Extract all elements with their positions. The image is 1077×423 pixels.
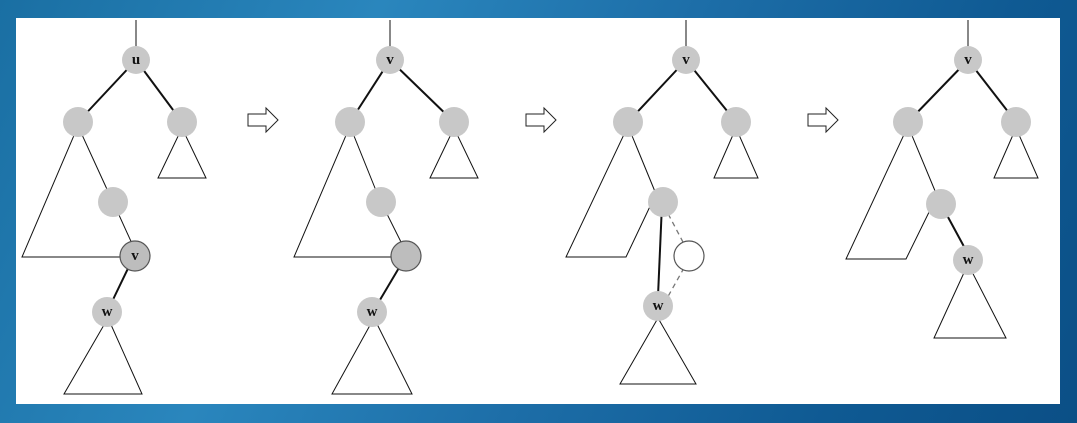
left-subtree-outline [565,125,655,258]
node-left [613,107,643,137]
node-w [643,291,673,321]
node-left [63,107,93,137]
right-subtree [157,126,207,179]
edge-dashed-upper [663,205,685,245]
diagram-canvas: u v w v w [16,18,1060,404]
node-left [893,107,923,137]
node-right [439,107,469,137]
node-mid [98,187,128,217]
node-w-label: w [963,252,974,268]
edge-left-to-mid [77,125,112,199]
node-u-label: u [132,52,140,68]
right-subtree [429,126,479,179]
node-v [672,46,700,74]
edge-left-to-mid [349,125,380,199]
node-w-label: w [367,304,378,320]
right-arrow-icon [525,106,557,134]
panel-3: v w [565,20,759,385]
node-w [953,245,983,275]
node-mid [366,187,396,217]
node-old-position [390,240,422,272]
node-u [122,46,150,74]
node-v [376,46,404,74]
w-subtree [619,316,697,385]
node-w-label: w [102,304,113,320]
node-v-label: v [131,248,139,264]
node-w [92,297,122,327]
edge-left-to-mid [907,125,939,199]
node-mid [926,189,956,219]
node-v-label: v [386,52,394,68]
node-right [167,107,197,137]
tree-diagram: u v w v w [21,20,1039,395]
left-subtree-outline [21,125,134,258]
arrow-2 [525,106,557,134]
edge-mid-w [657,203,663,297]
right-arrow-icon [807,106,839,134]
node-mid [648,187,678,217]
w-subtree [63,316,143,395]
node-w-label: w [653,298,664,314]
node-right [1001,107,1031,137]
node-v-label: v [964,52,972,68]
node-v-label: v [682,52,690,68]
panel-4: v w [845,20,1039,339]
left-subtree-outline [845,125,935,260]
panel-1: u v w [21,20,207,395]
edge-dashed-lower [665,267,685,301]
w-subtree [331,316,413,395]
left-subtree-outline [293,125,406,258]
right-subtree [713,126,759,179]
panel-2: v w [293,20,479,395]
node-w [357,297,387,327]
right-arrow-icon [247,106,279,134]
arrow-3 [807,106,839,134]
edge-left-to-mid [627,125,657,195]
node-v [119,240,151,272]
w-subtree [933,262,1007,339]
node-right [721,107,751,137]
node-removed [673,240,705,272]
arrow-1 [247,106,279,134]
right-subtree [993,126,1039,179]
node-v [954,46,982,74]
node-left [335,107,365,137]
